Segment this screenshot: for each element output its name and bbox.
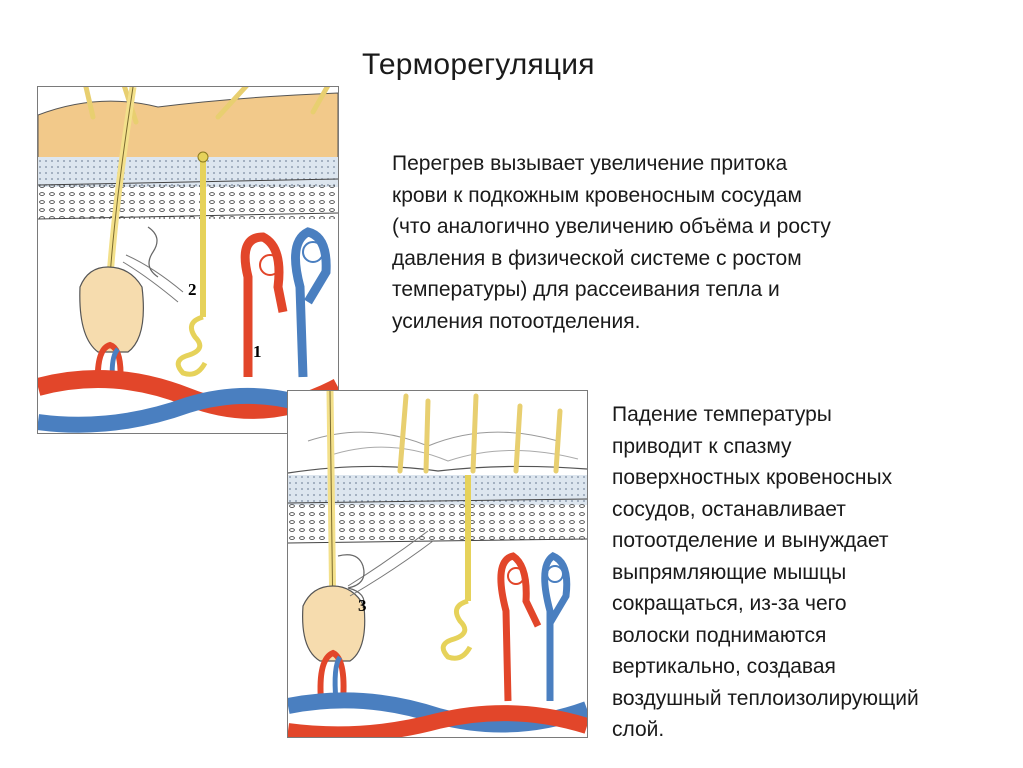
vein-loop [291, 227, 331, 378]
figure-label-1: 1 [253, 342, 262, 361]
arrector-muscle [347, 530, 429, 587]
paragraph-line: воздушный теплоизолирующий [612, 686, 919, 710]
paragraph-line: (что аналогично увеличению объёма и рост… [392, 215, 831, 238]
paragraph-line: выпрямляющие мышцы [612, 560, 847, 584]
hair [83, 87, 96, 120]
sebaceous-gland [337, 554, 365, 609]
paragraph-line: сокращаться, из-за чего [612, 592, 847, 615]
artery-loop [240, 232, 288, 377]
hair-upright [470, 393, 479, 474]
hair-follicle [79, 266, 144, 353]
paragraph-line: сосудов, останавливает [612, 497, 846, 521]
figure-label-3: 3 [358, 596, 367, 615]
vein-loop [541, 552, 571, 701]
artery [288, 705, 587, 737]
paragraph-line: слой. [612, 718, 665, 741]
sebaceous-gland [147, 226, 159, 278]
sweat-gland-coil [175, 314, 208, 377]
paragraph-line: приводит к спазму [612, 434, 792, 458]
hair-upright [423, 398, 431, 474]
paragraph-line: поверхностных кровеносных [612, 466, 893, 489]
hair [310, 87, 331, 115]
hair-follicle [302, 585, 366, 662]
paragraph-overheating: Перегрев вызывает увеличение притока кро… [392, 148, 831, 337]
paragraph-cooling: Падение температуры приводит к спазму по… [612, 399, 919, 746]
paragraph-line: усиления потоотделения. [392, 309, 641, 333]
artery-loop [497, 552, 542, 702]
paragraph-line: Падение температуры [612, 403, 832, 426]
skin-diagram-cooling: 3 [287, 390, 588, 738]
skin-diagram-overheating-svg: 2 1 [38, 87, 338, 433]
paragraph-line: температуры) для рассеивания тепла и [392, 278, 780, 301]
figure-label-2: 2 [188, 280, 197, 299]
subcutaneous-layer [38, 185, 338, 219]
hair-upright [397, 393, 409, 474]
paragraph-line: давления в физической системе с ростом [392, 246, 802, 270]
hair [215, 87, 249, 120]
epidermis-layer [288, 465, 587, 474]
hair-upright [513, 403, 523, 474]
slide-title: Терморегуляция [362, 48, 595, 81]
paragraph-line: Перегрев вызывает увеличение притока [392, 152, 788, 175]
paragraph-line: волоски поднимаются [612, 623, 827, 647]
skin-diagram-overheating: 2 1 [37, 86, 339, 434]
hair-upright [553, 408, 563, 474]
paragraph-line: потоотделение и вынуждает [612, 529, 889, 552]
paragraph-line: вертикально, создавая [612, 655, 836, 678]
paragraph-line: крови к подкожным кровеносным сосудам [392, 183, 802, 207]
epidermis-layer [38, 92, 338, 160]
sweat-gland-coil [440, 598, 473, 661]
skin-diagram-cooling-svg: 3 [288, 391, 587, 737]
